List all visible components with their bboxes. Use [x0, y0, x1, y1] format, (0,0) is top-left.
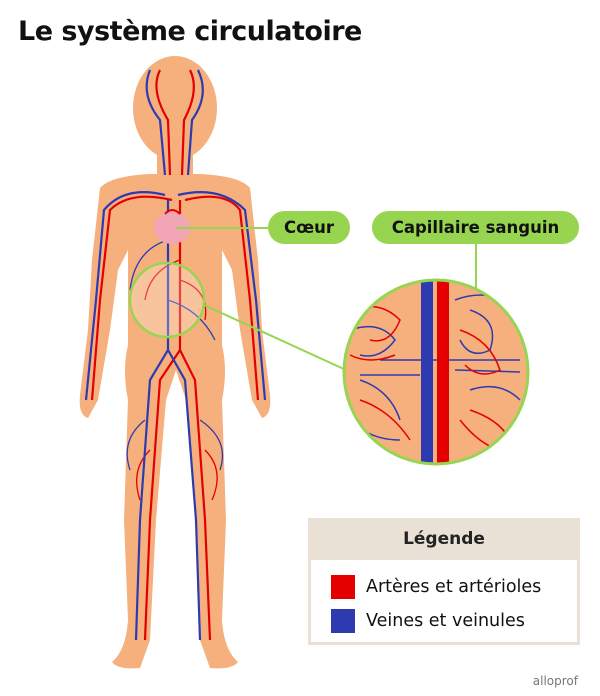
artery-swatch: [331, 575, 355, 599]
page-title: Le système circulatoire: [18, 16, 362, 47]
legend-title: Légende: [403, 529, 485, 549]
legend-item-veins: Veines et veinules: [331, 608, 525, 634]
veins: [84, 69, 267, 641]
legend-label: Veines et veinules: [366, 611, 525, 631]
heart-label: Cœur: [268, 211, 350, 244]
capillary-label: Capillaire sanguin: [372, 211, 579, 244]
legend-item-arteries: Artères et artérioles: [331, 574, 541, 600]
heart-icon: [154, 209, 190, 244]
capillary-zoom-circle: [342, 278, 530, 466]
vein-swatch: [331, 609, 355, 633]
legend-label: Artères et artérioles: [366, 577, 542, 597]
arteries: [90, 69, 260, 641]
legend: Légende Artères et artérioles Veines et …: [308, 518, 580, 645]
zoom-connector: [203, 304, 347, 371]
zoom-source-circle: [128, 261, 206, 339]
body-silhouette: [79, 56, 271, 669]
legend-body: Artères et artérioles Veines et veinules: [311, 560, 577, 642]
brand-logo: alloprof: [532, 674, 578, 688]
